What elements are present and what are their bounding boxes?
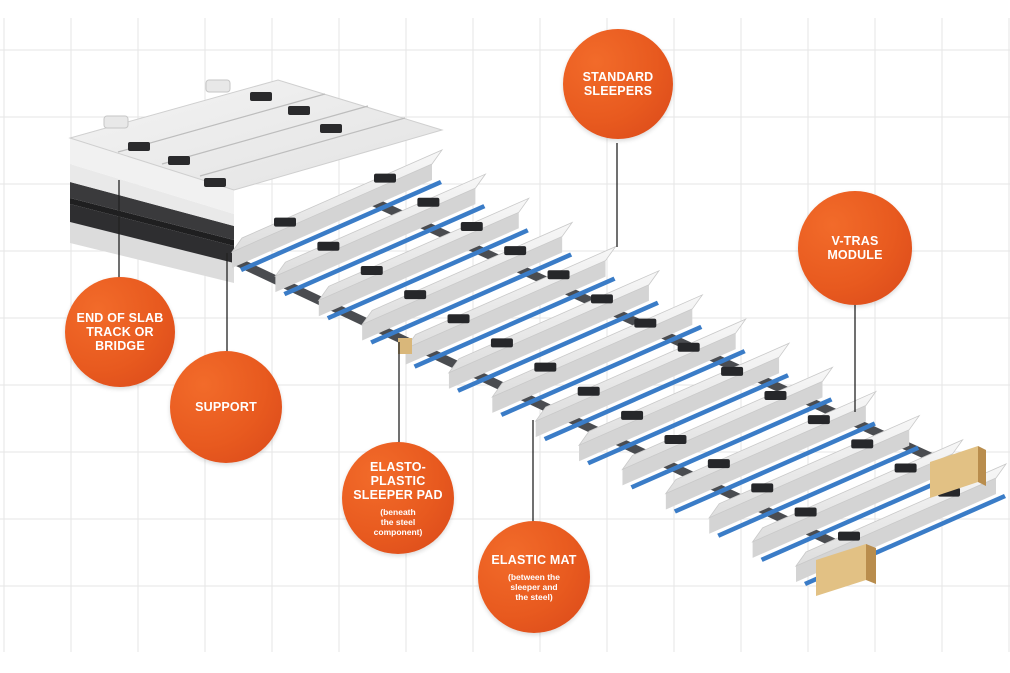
leader-lines <box>118 143 856 522</box>
sleeper <box>751 438 964 562</box>
elastic-mat-callout: ELASTIC MAT (between the sleeper and the… <box>478 521 590 633</box>
rail-fastener <box>751 483 774 493</box>
elastic-mat-title: ELASTIC MAT <box>491 552 577 567</box>
elasto-plastic-pad-callout: ELASTO- PLASTIC SLEEPER PAD (beneath the… <box>342 442 454 554</box>
rail-fastener <box>317 241 340 251</box>
timber-supports <box>398 338 986 596</box>
rail-fastener <box>374 173 396 183</box>
sleeper <box>230 149 444 272</box>
support-callout: SUPPORT <box>170 351 282 463</box>
rail-fastener <box>894 463 917 473</box>
rail-fastener <box>577 386 600 396</box>
sleeper <box>447 269 661 393</box>
rail-fastener <box>404 290 427 300</box>
sleeper <box>360 221 574 345</box>
sleeper <box>404 245 617 369</box>
rail-fastener <box>274 217 296 227</box>
rail-fastener <box>360 265 383 275</box>
rail-fastener <box>851 439 874 449</box>
rail-fastener <box>504 246 527 256</box>
support-title: SUPPORT <box>195 400 257 414</box>
sleeper <box>491 293 704 417</box>
rail-fastener <box>547 270 570 280</box>
end-of-slab-callout: END OF SLAB TRACK OR BRIDGE <box>65 277 175 387</box>
sleeper <box>621 366 834 490</box>
rail-fastener <box>677 342 700 352</box>
elasto-plastic-title: ELASTO- PLASTIC SLEEPER PAD <box>353 459 443 502</box>
elasto-plastic-subtitle: (beneath the steel component) <box>373 506 423 537</box>
sleeper <box>274 173 487 297</box>
rail-fastener <box>634 318 657 328</box>
sleeper <box>708 414 921 538</box>
rail-fastener <box>460 221 483 231</box>
rail-fastener <box>590 294 613 304</box>
rail-fastener <box>534 362 557 372</box>
sleeper <box>664 390 878 514</box>
end-of-slab-title: END OF SLAB TRACK OR BRIDGE <box>76 311 164 353</box>
v-tras-module-title: V-TRAS MODULE <box>827 234 883 262</box>
rail-fastener <box>707 459 730 469</box>
v-tras-module-callout: V-TRAS MODULE <box>798 191 912 305</box>
standard-sleepers-title: STANDARD SLEEPERS <box>582 70 654 98</box>
rail-fastener <box>490 338 513 348</box>
standard-sleepers <box>230 149 1008 586</box>
rail-fastener <box>664 435 687 445</box>
standard-sleepers-callout: STANDARD SLEEPERS <box>563 29 673 139</box>
rail-fastener <box>417 197 440 207</box>
rail-fastener <box>838 531 860 541</box>
slab-track-block <box>68 79 444 283</box>
elastic-mat-subtitle: (between the sleeper and the steel) <box>508 571 560 602</box>
sleeper <box>317 197 530 321</box>
rail-fastener <box>807 415 830 425</box>
rail-fastener <box>721 366 744 376</box>
rail-fastener <box>621 410 644 420</box>
sleeper <box>577 342 791 466</box>
rail-fastener <box>447 314 470 324</box>
rail-fastener <box>764 391 787 401</box>
sleeper <box>534 318 747 442</box>
rail-fastener <box>794 507 817 517</box>
